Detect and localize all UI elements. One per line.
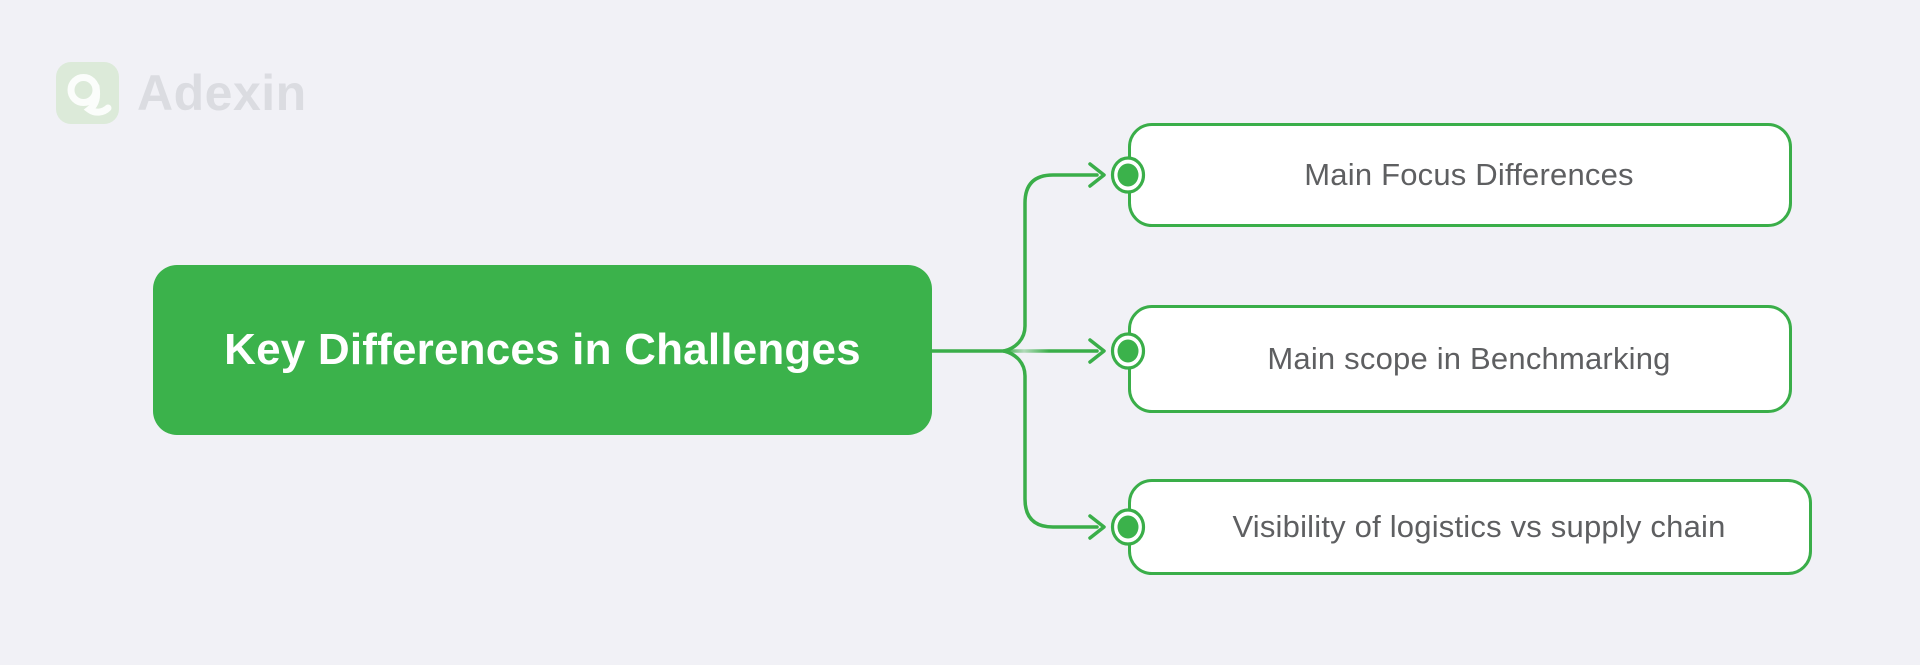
child-node-main-focus: Main Focus Differences <box>1128 123 1792 227</box>
brand-name: Adexin <box>137 65 307 121</box>
adexin-logo: Adexin <box>56 62 307 124</box>
connector-branch-bottom <box>1002 349 1099 529</box>
child-node-label: Visibility of logistics vs supply chain <box>1232 509 1726 544</box>
root-node: Key Differences in Challenges <box>153 265 932 435</box>
root-node-label: Key Differences in Challenges <box>224 325 861 374</box>
arrow-icon <box>1088 338 1106 364</box>
connector-branch-top <box>1002 173 1099 353</box>
adexin-a-mark-icon <box>67 74 112 116</box>
child-node-label: Main Focus Differences <box>1304 157 1634 192</box>
child-node-label: Main scope in Benchmarking <box>1267 341 1671 376</box>
arrow-icon <box>1088 162 1106 188</box>
child-node-visibility: Visibility of logistics vs supply chain <box>1128 479 1812 575</box>
child-node-main-scope: Main scope in Benchmarking <box>1128 305 1792 413</box>
arrow-icon <box>1088 514 1106 540</box>
adexin-logo-tile <box>56 62 119 124</box>
